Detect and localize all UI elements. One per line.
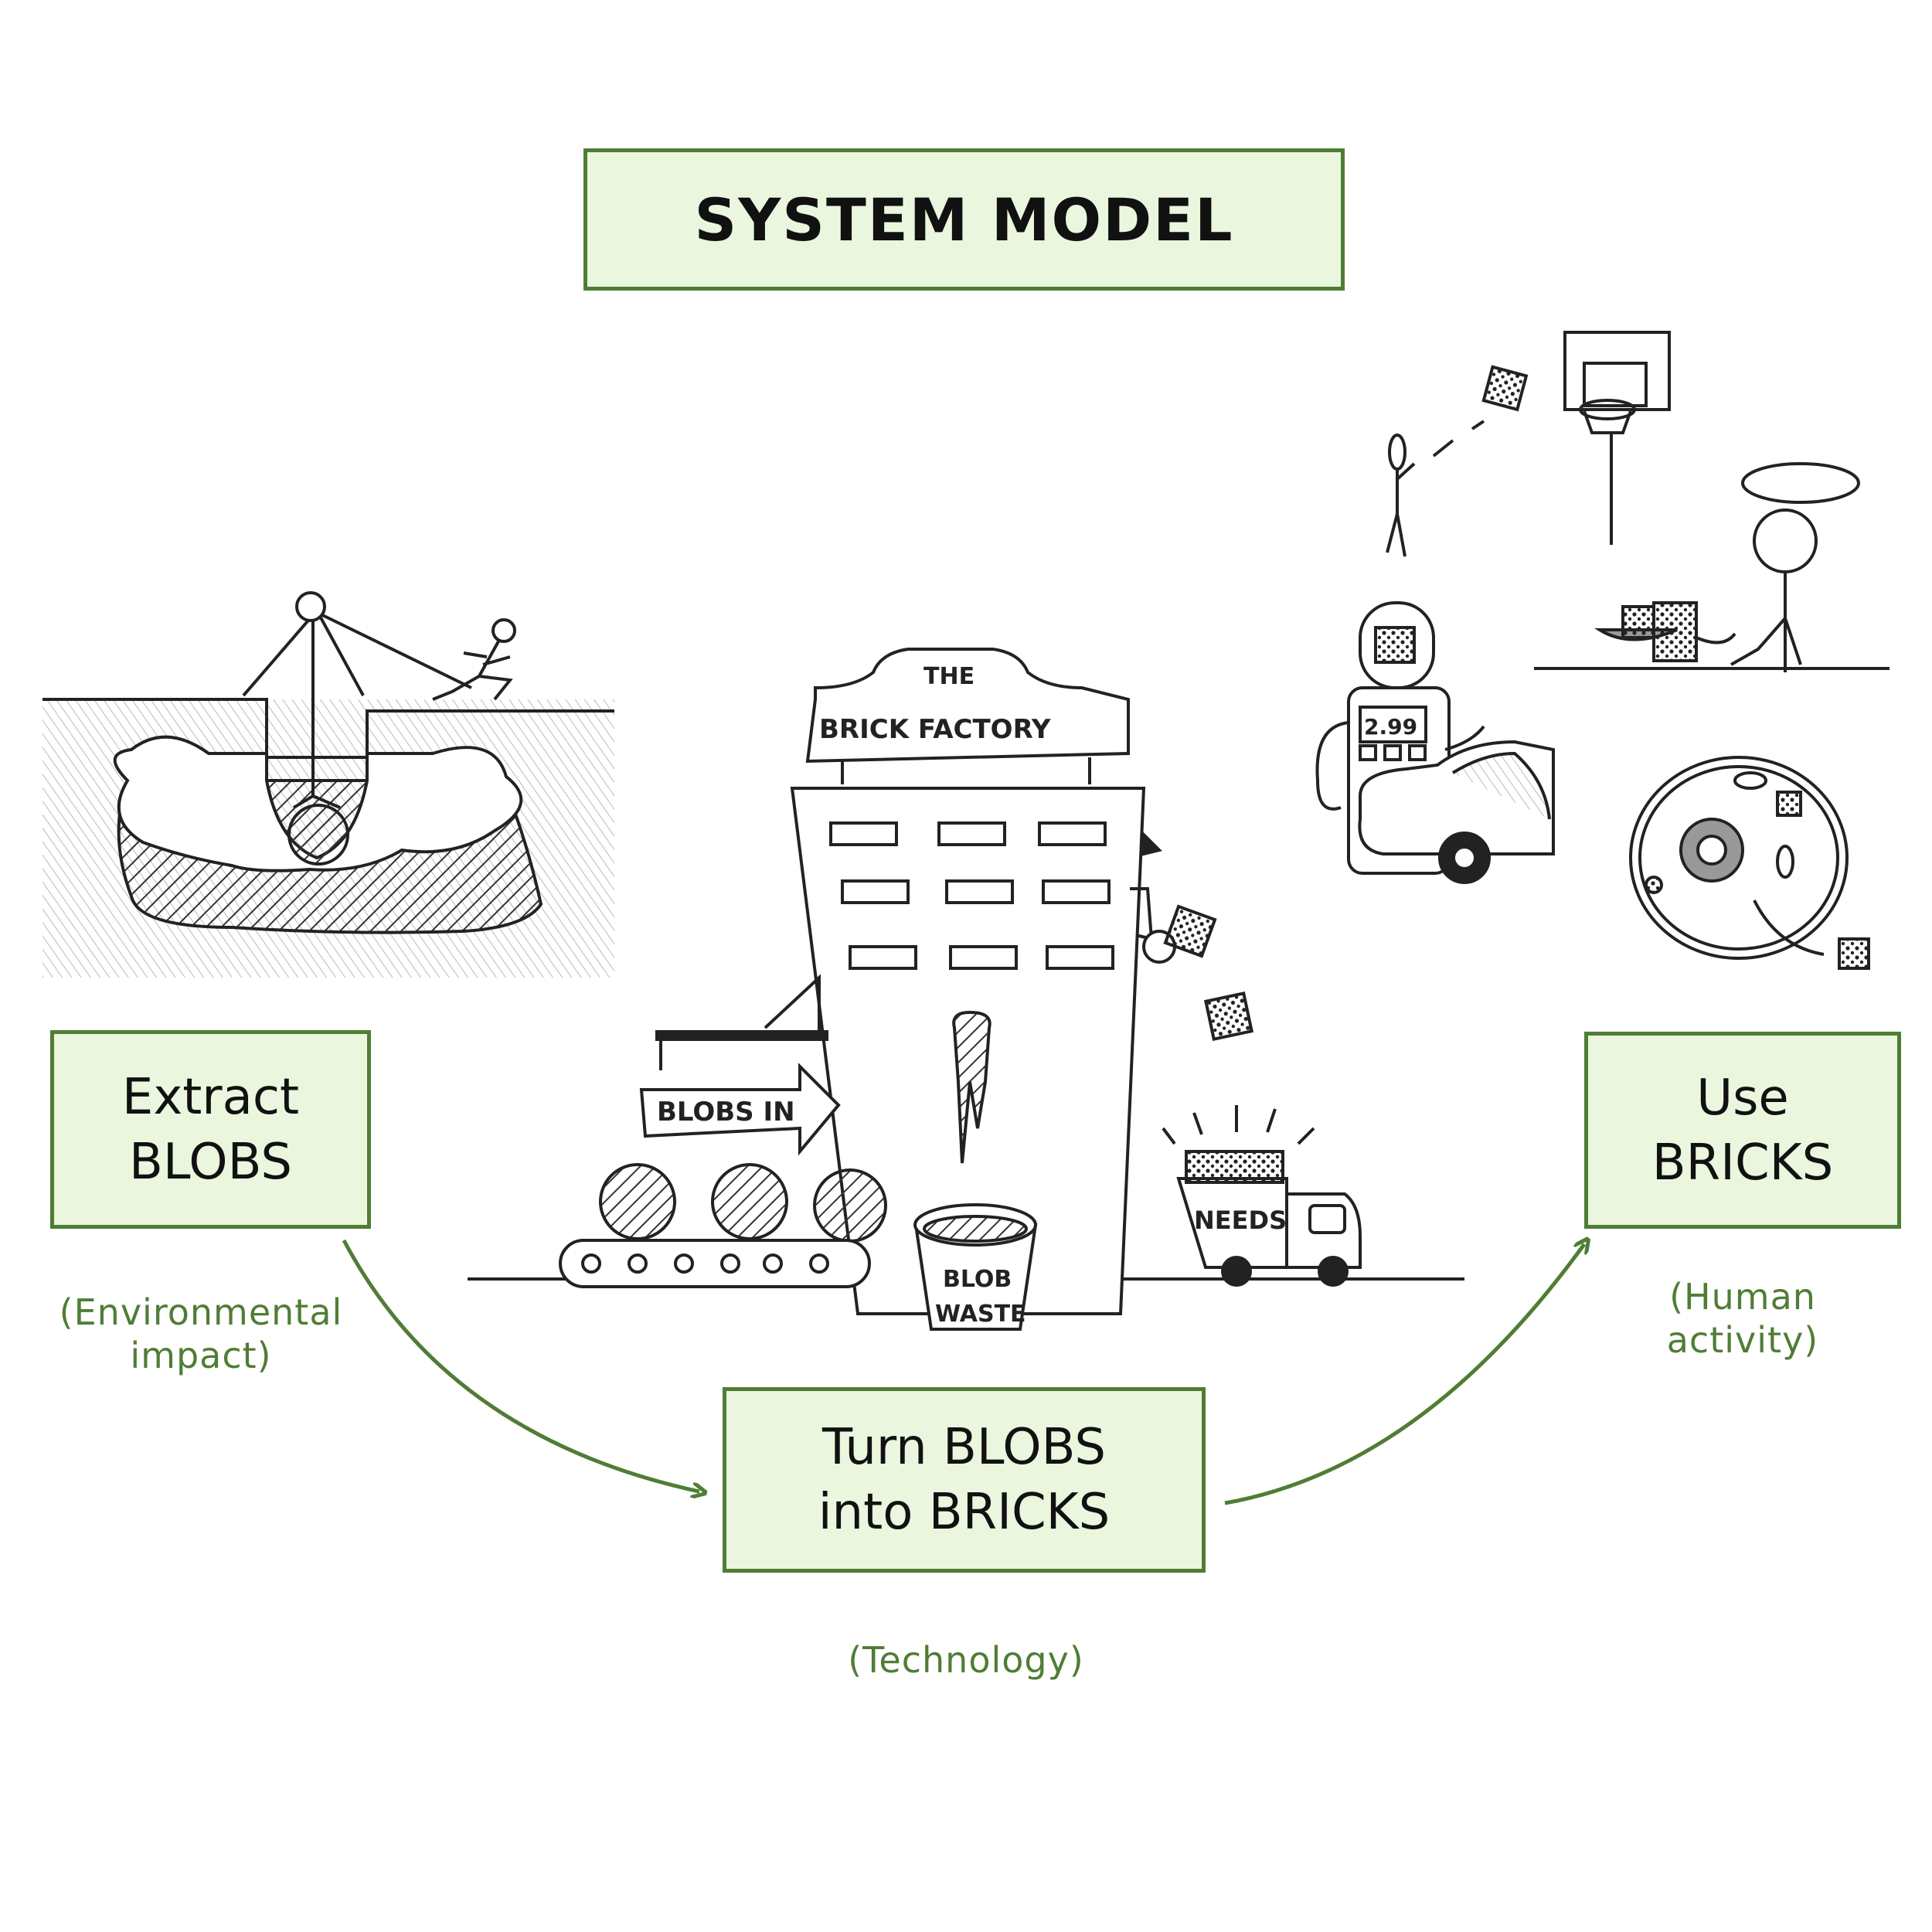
- extract-note-line2: impact): [130, 1335, 272, 1376]
- turn-note: (Technology): [848, 1639, 1084, 1681]
- extract-line2: BLOBS: [128, 1133, 293, 1191]
- human-activity-scene: 2.99: [1315, 331, 1889, 970]
- factory-scene: THE BRICK FACTORY BLOBS IN BLOB WASTE: [468, 648, 1464, 1331]
- extract-note-line1: (Environmental: [59, 1291, 343, 1333]
- waste-label-1: BLOB: [943, 1266, 1012, 1293]
- use-note-line2: activity): [1666, 1319, 1819, 1361]
- extract-blobs-box: Extract BLOBS: [50, 1030, 371, 1229]
- title-box: SYSTEM MODEL: [583, 148, 1345, 291]
- factory-sign-top: THE: [923, 663, 975, 690]
- turn-line1: Turn BLOBS: [821, 1419, 1107, 1476]
- blobs-in-sign: BLOBS IN: [657, 1097, 795, 1128]
- arrow-extract-to-turn: [342, 1239, 699, 1492]
- pump-price: 2.99: [1364, 714, 1417, 740]
- factory-sign-name: BRICK FACTORY: [819, 714, 1051, 745]
- use-line2: BRICKS: [1651, 1134, 1834, 1192]
- use-bricks-box: Use BRICKS: [1584, 1032, 1901, 1229]
- mining-scene: [43, 591, 614, 978]
- use-note-line1: (Human: [1669, 1276, 1816, 1318]
- waste-label-2: WASTE: [935, 1301, 1026, 1328]
- arrow-turn-to-use: [1224, 1244, 1584, 1505]
- turn-blobs-box: Turn BLOBS into BRICKS: [723, 1387, 1206, 1573]
- use-note: (Human activity): [1615, 1275, 1870, 1362]
- extract-note: (Environmental impact): [31, 1291, 371, 1377]
- turn-line2: into BRICKS: [818, 1484, 1111, 1541]
- truck-label: NEEDS: [1194, 1206, 1287, 1235]
- use-line1: Use: [1696, 1069, 1789, 1127]
- page-title: SYSTEM MODEL: [694, 185, 1234, 254]
- extract-line1: Extract: [121, 1068, 300, 1126]
